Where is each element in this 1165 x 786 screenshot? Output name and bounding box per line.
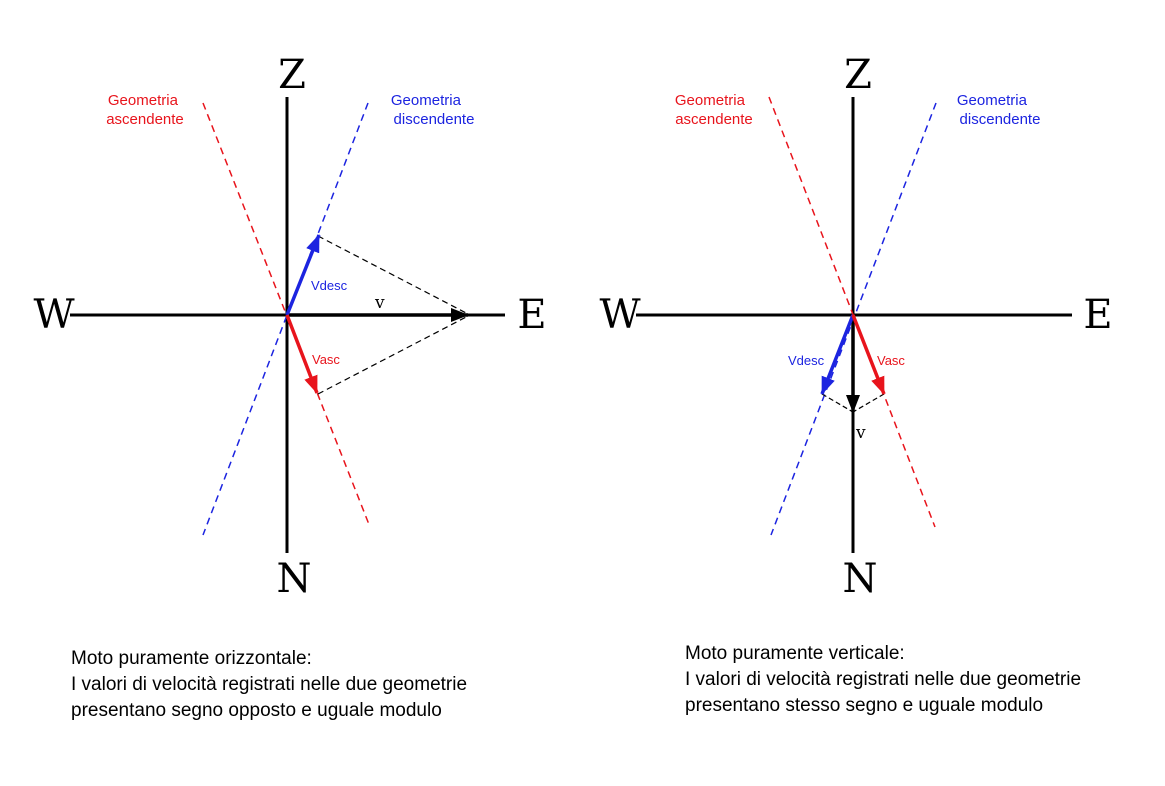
right-ascending-label: Geometria ascendente bbox=[675, 92, 753, 128]
right-caption-line-3: presentano stesso segno e uguale modulo bbox=[685, 695, 1044, 716]
left-construction-line-bottom bbox=[317, 314, 471, 395]
left-vasc-label: Vasc bbox=[312, 352, 340, 367]
left-vector-vdesc-arrow bbox=[285, 234, 321, 316]
right-vasc-label: Vasc bbox=[877, 353, 905, 368]
right-caption: Moto puramente verticale: I valori di ve… bbox=[685, 641, 1081, 719]
left-vdesc-label: Vdesc bbox=[311, 278, 348, 293]
left-axis-label-top: Z bbox=[278, 52, 306, 98]
left-axis-label-left: W bbox=[33, 292, 74, 338]
right-v-label: v bbox=[855, 423, 866, 443]
left-descending-geometry-line bbox=[202, 102, 369, 536]
right-construction-line-right bbox=[852, 393, 885, 413]
left-vector-vasc-arrow bbox=[285, 314, 319, 394]
right-vector-vasc-arrow bbox=[851, 314, 886, 395]
left-descending-label: Geometria discendente bbox=[391, 92, 475, 128]
right-vector-vdesc-arrow bbox=[820, 314, 855, 395]
left-caption-line-1: Moto puramente orizzontale: bbox=[71, 648, 312, 669]
right-axis-label-top: Z bbox=[844, 52, 872, 98]
left-caption: Moto puramente orizzontale: I valori di … bbox=[71, 646, 467, 724]
right-caption-line-1: Moto puramente verticale: bbox=[685, 643, 905, 664]
right-axis-label-bottom: N bbox=[843, 556, 878, 602]
right-axis-label-left: W bbox=[599, 292, 640, 338]
right-descending-label: Geometria discendente bbox=[957, 92, 1041, 128]
right-axis-label-right: E bbox=[1083, 292, 1112, 338]
right-construction-line-left bbox=[821, 393, 854, 413]
right-panel: Z N W E Geometria ascendente Geometria d… bbox=[599, 52, 1112, 602]
left-ascending-label: Geometria ascendente bbox=[106, 92, 184, 128]
right-vdesc-label: Vdesc bbox=[788, 353, 825, 368]
left-ascending-geometry-line bbox=[202, 102, 371, 528]
left-panel: Z N W E Geometria ascendente Geometria d… bbox=[33, 52, 546, 602]
right-caption-line-2: I valori di velocità registrati nelle du… bbox=[685, 669, 1082, 690]
left-axis-label-bottom: N bbox=[277, 556, 312, 602]
left-v-label: v bbox=[374, 293, 385, 313]
left-construction-line-top bbox=[317, 235, 471, 316]
left-caption-line-2: I valori di velocità registrati nelle du… bbox=[71, 674, 468, 695]
left-axis-label-right: E bbox=[517, 292, 546, 338]
right-ascending-geometry-line bbox=[768, 96, 936, 528]
left-caption-line-3: presentano segno opposto e uguale modulo bbox=[71, 700, 442, 721]
